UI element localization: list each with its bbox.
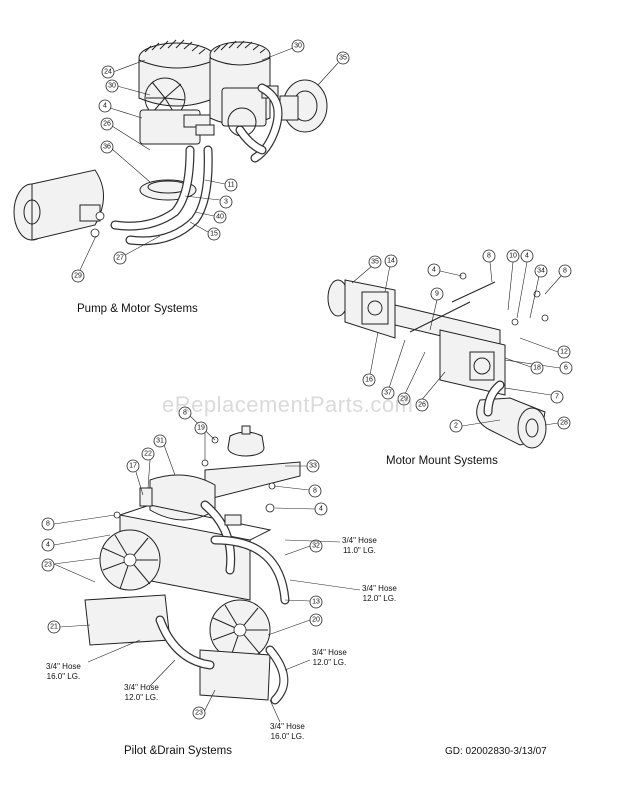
callout: 2 [454,423,458,430]
hose-note-length: 16.0" LG. [270,732,305,741]
hose-note-length: 12.0" LG. [124,693,159,702]
section-title-pump-motor: Pump & Motor Systems [77,303,198,315]
callout: 30 [108,83,116,90]
callout: 37 [384,390,392,397]
callout: 8 [313,488,317,495]
hose-note-length: 16.0" LG. [46,672,81,681]
callout: 19 [197,425,205,432]
callout: 4 [103,103,107,110]
hose-note-size: 3/4" Hose [270,722,305,731]
pump-motor-assembly [13,39,328,246]
hose-note-size: 3/4" Hose [124,683,159,692]
callout: 40 [216,214,224,221]
callout: 14 [387,258,395,265]
callout: 26 [418,402,426,409]
callout: 4 [525,253,529,260]
callout: 32 [312,543,320,550]
callout: 12 [560,349,568,356]
hose-note-length: 12.0" LG. [362,594,397,603]
watermark: eReplacementParts.com [162,392,414,417]
callout: 33 [309,463,317,470]
callout: 8 [563,268,567,275]
callout: 17 [129,463,137,470]
callout: 30 [294,43,302,50]
motor-mount-assembly [327,272,549,449]
hose-note-4: 3/4" Hose 16.0" LG. [46,662,81,682]
callout: 13 [312,599,320,606]
hose-note-1: 3/4" Hose 11.0" LG. [342,536,377,556]
hose-note-5: 3/4" Hose 12.0" LG. [124,683,159,703]
callout: 15 [210,231,218,238]
callout: 35 [339,55,347,62]
callout: 29 [400,396,408,403]
callout: 6 [564,365,568,372]
callout: 31 [156,438,164,445]
callout: 20 [312,617,320,624]
callout: 8 [46,521,50,528]
callout: 23 [44,562,52,569]
callouts-pump-motor: 24 30 30 35 4 26 36 11 3 40 15 27 29 [71,39,350,283]
callout: 3 [224,199,228,206]
callouts-motor-mount: 35 14 4 8 10 4 34 8 9 12 6 18 16 37 29 2… [351,249,573,433]
hose-note-length: 11.0" LG. [342,546,376,555]
callout: 10 [509,253,517,260]
hose-note-length: 12.0" LG. [312,658,347,667]
callout: 26 [103,121,111,128]
callout: 16 [365,377,373,384]
callout: 8 [487,253,491,260]
hose-note-2: 3/4" Hose 12.0" LG. [362,584,397,604]
callout: 4 [46,542,50,549]
callout: 18 [533,365,541,372]
hose-note-size: 3/4" Hose [362,584,397,593]
callout: 28 [560,420,568,427]
hose-note-size: 3/4" Hose [312,648,347,657]
hose-note-6: 3/4" Hose 16.0" LG. [270,722,305,742]
hose-note-3: 3/4" Hose 12.0" LG. [312,648,347,668]
callout: 7 [555,394,559,401]
callout: 35 [371,259,379,266]
callout: 21 [50,624,58,631]
callout: 23 [195,710,203,717]
callout: 8 [183,410,187,417]
callout: 22 [144,451,152,458]
callout: 9 [435,291,439,298]
callout: 24 [104,69,112,76]
callout: 27 [116,255,124,262]
callout: 4 [432,267,436,274]
section-title-pilot-drain: Pilot &Drain Systems [124,745,233,757]
section-title-motor-mount: Motor Mount Systems [386,455,498,467]
hose-note-size: 3/4" Hose [46,662,81,671]
callout: 34 [537,268,545,275]
drawing-code: GD: 02002830-3/13/07 [445,746,547,757]
callout: 29 [74,273,82,280]
hose-note-size: 3/4" Hose [342,536,377,545]
callout: 36 [103,144,111,151]
callouts-pilot-drain: 8 19 31 22 17 33 8 4 8 4 23 32 13 21 20 … [41,406,361,723]
callout: 4 [319,506,323,513]
pilot-drain-assembly [84,425,301,705]
callout: 11 [227,182,234,189]
